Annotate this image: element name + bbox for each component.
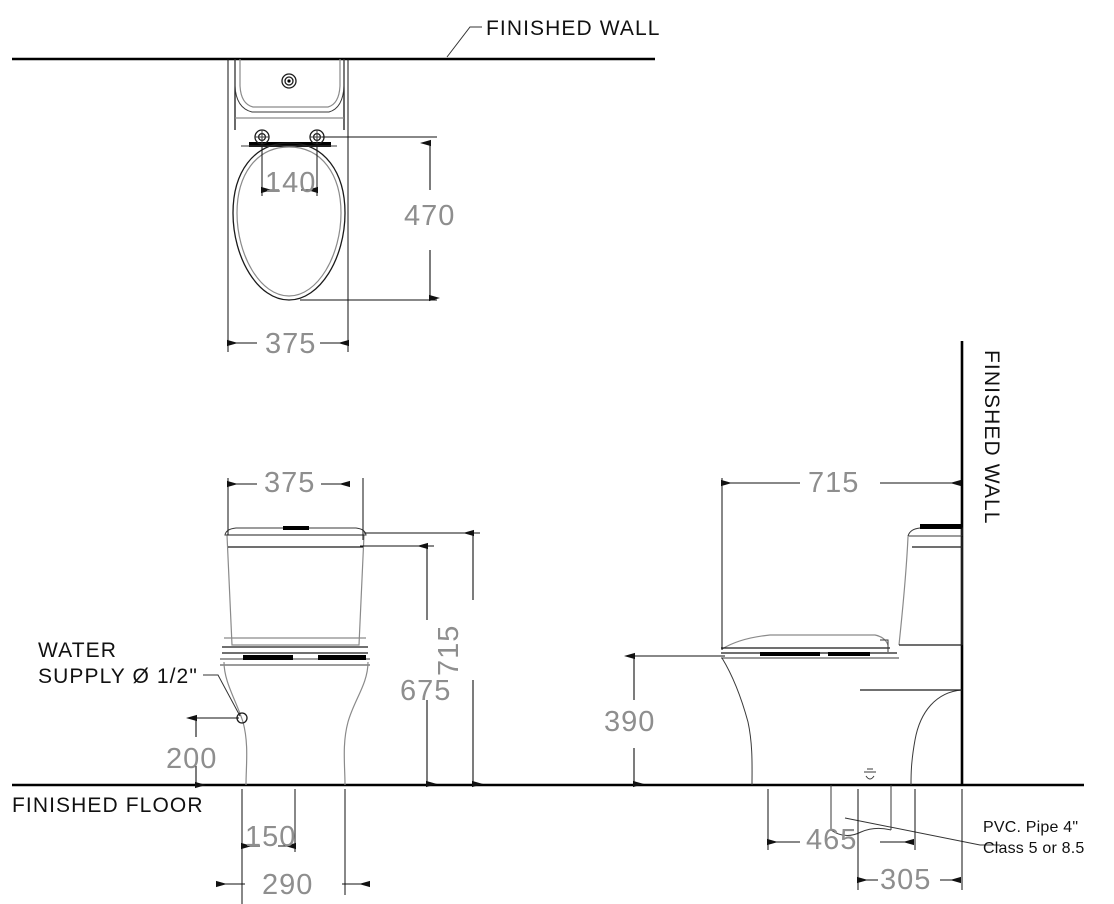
side-bowl-back-profile — [910, 689, 963, 786]
plan-tank-lid-inner — [239, 59, 341, 108]
plan-flush-button-center — [287, 79, 291, 83]
pvc-pipe-label-line1: PVC. Pipe 4" — [983, 819, 1078, 836]
dim-front-675-text: 675 — [400, 675, 451, 707]
side-tank-front-profile — [898, 536, 909, 646]
water-supply-leader — [203, 674, 241, 717]
plan-bowl-outline — [232, 142, 346, 301]
water-supply-label-line2: SUPPLY Ø 1/2" — [38, 665, 198, 688]
plan-bowl-inner — [236, 146, 342, 297]
front-elevation-view: FINISHED FLOOR WATER SUPPLY Ø 1/2" 200 — [12, 467, 1084, 904]
finished-wall-label-right: FINISHED WALL — [980, 350, 1003, 525]
front-bowl-right-profile — [343, 661, 369, 786]
plan-view: FINISHED WALL 375 — [12, 17, 661, 360]
front-bowl-left-profile — [223, 661, 248, 786]
dim-side-waste-centerline: 305 — [857, 864, 961, 896]
side-flush-button — [920, 524, 962, 529]
dim-side-715-text: 715 — [808, 467, 859, 499]
side-tank-lid — [907, 527, 963, 537]
plan-flush-button-outer — [281, 73, 297, 89]
finished-wall-label-top: FINISHED WALL — [486, 17, 661, 40]
front-seat-dark-left — [243, 655, 293, 660]
dim-front-150-text: 150 — [245, 821, 296, 853]
dim-front-supply-height: 200 — [166, 714, 217, 789]
dim-front-tank-top-height: 675 — [400, 542, 451, 788]
side-waste-bottom — [830, 827, 892, 836]
plan-hinge-bolt-left-cross — [255, 130, 269, 144]
dim-side-seat-height: 390 — [604, 652, 655, 788]
plan-seat-hinge-bar — [249, 142, 331, 147]
dim-front-overall-height: 715 — [433, 529, 483, 788]
dim-plan-140-text: 140 — [265, 167, 316, 199]
dim-front-375-text: 375 — [264, 467, 315, 499]
dim-front-200-text: 200 — [166, 743, 217, 775]
side-seat-hinge — [880, 639, 889, 652]
dim-side-465-text: 465 — [806, 824, 857, 856]
side-elevation-view: FINISHED WALL PVC. Pipe 4" Class 5 or 8.… — [604, 341, 1085, 896]
side-seat-top — [721, 634, 889, 650]
dim-front-supply-offset: 150 — [241, 821, 296, 853]
pvc-pipe-leader — [844, 817, 1000, 846]
dim-front-tank-width: 375 — [227, 467, 350, 499]
finished-wall-leader-top — [446, 26, 482, 58]
side-bowl-front-profile — [721, 657, 753, 786]
dim-front-base-width: 290 — [216, 869, 370, 901]
dim-plan-bowl-projection: 470 — [404, 139, 455, 302]
dim-front-290-text: 290 — [262, 869, 313, 901]
dim-side-base-length: 465 — [767, 824, 914, 856]
water-supply-label-line1: WATER — [38, 639, 117, 662]
side-waste-symbol-arc — [865, 775, 875, 780]
dim-plan-470-text: 470 — [404, 200, 455, 232]
plan-flush-button-inner — [284, 76, 294, 86]
dim-plan-bowl-width: 375 — [227, 328, 349, 360]
side-seat-dark2 — [828, 652, 870, 656]
finished-floor-label: FINISHED FLOOR — [12, 794, 204, 817]
plan-hinge-bolt-right-cross — [310, 130, 324, 144]
plan-tank-lid-outline — [234, 59, 345, 113]
front-tank-body — [226, 534, 365, 646]
dim-plan-375-text: 375 — [265, 328, 316, 360]
dim-front-715-text: 715 — [433, 625, 465, 676]
front-seat-dark-right — [318, 655, 366, 660]
side-waste-symbol-bars — [864, 768, 876, 773]
dim-side-305-text: 305 — [880, 864, 931, 896]
front-flush-button — [283, 526, 309, 530]
dim-side-wall-to-front: 715 — [721, 467, 961, 499]
side-seat-dark1 — [760, 652, 820, 656]
pvc-pipe-label-line2: Class 5 or 8.5 — [983, 840, 1085, 857]
dim-side-390-text: 390 — [604, 706, 655, 738]
dim-plan-seat-bolt-spacing: 140 — [261, 167, 318, 199]
